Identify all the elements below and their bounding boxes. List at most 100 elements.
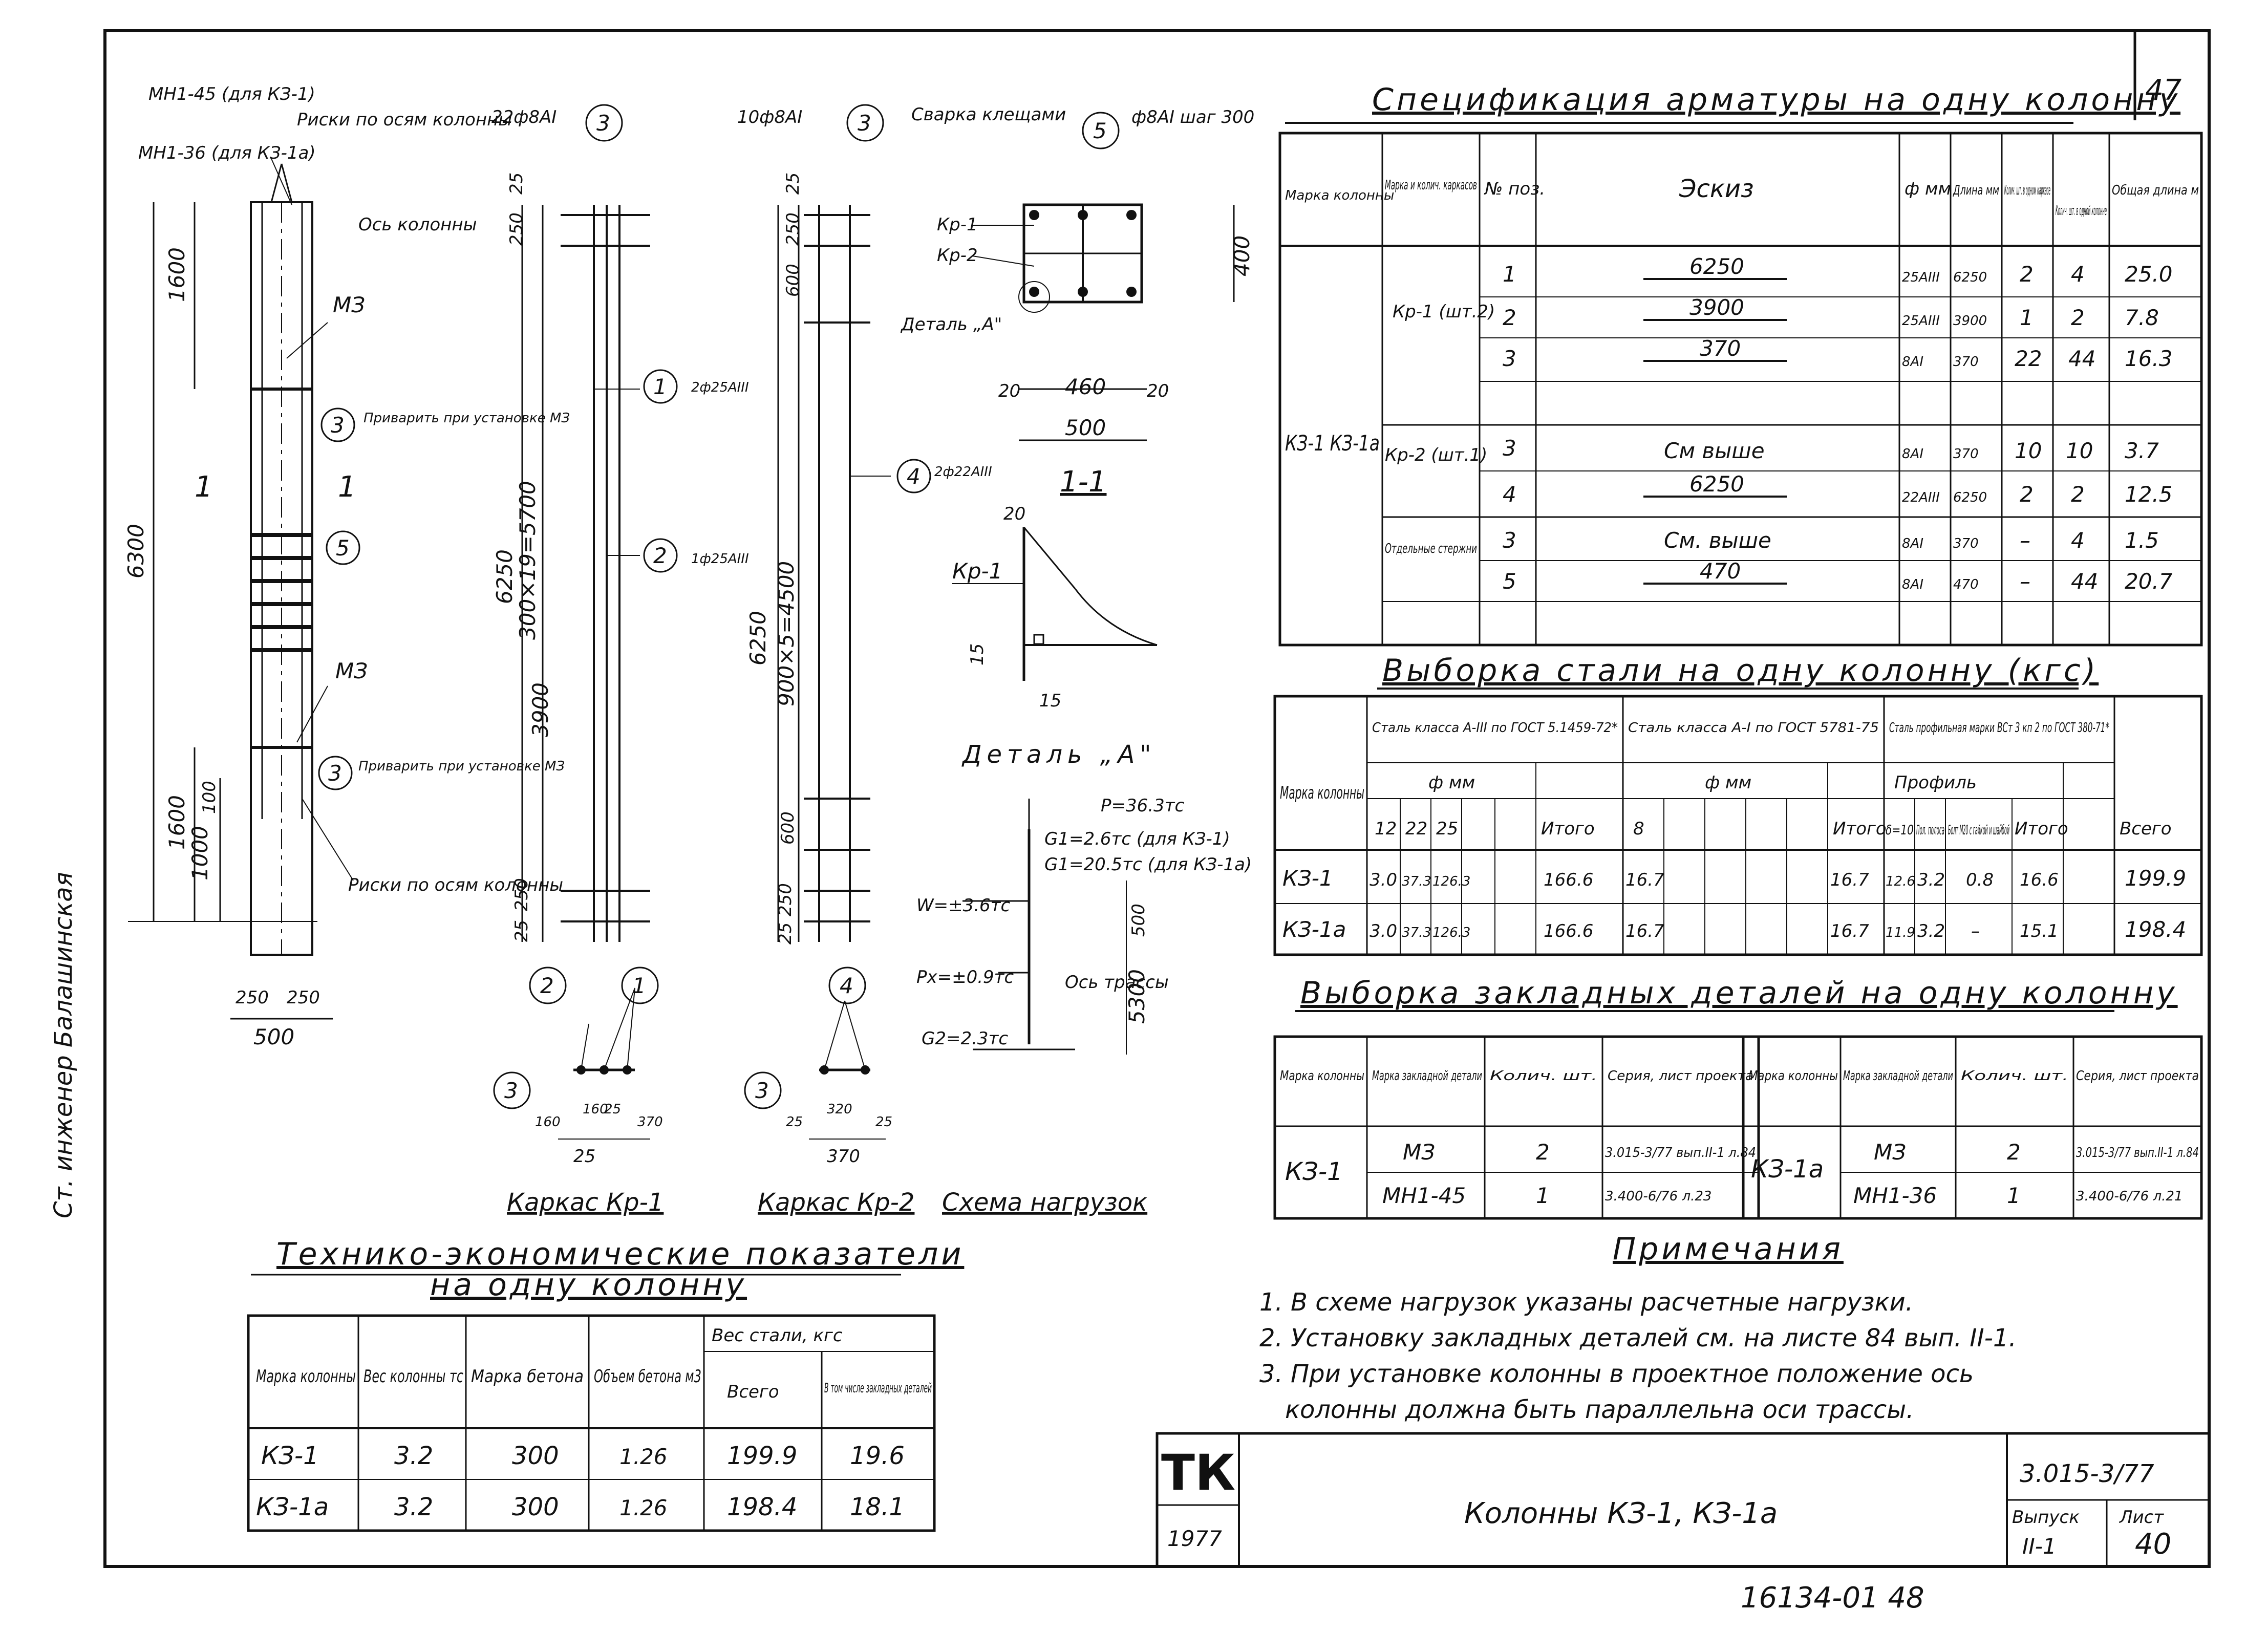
- detail-a-title: Деталь „А": [961, 740, 1156, 769]
- steel-table: Выборка стали на одну колонну (кгс) Марк…: [1273, 653, 2203, 956]
- svg-text:Кр-2: Кр-2: [937, 245, 978, 266]
- load-scheme-title: Схема нагрузок: [942, 1188, 1147, 1217]
- embedded-left-mark: КЗ-1: [1285, 1157, 1343, 1186]
- svg-text:600: 600: [778, 811, 798, 845]
- svg-text:2: 2: [2020, 482, 2034, 507]
- title-name: Колонны КЗ-1, КЗ-1а: [1464, 1497, 1778, 1530]
- title-sheet: 40: [2135, 1528, 2171, 1561]
- svg-text:12.5: 12.5: [2125, 482, 2173, 507]
- svg-text:–: –: [1971, 921, 1980, 941]
- svg-text:3900: 3900: [1689, 295, 1744, 320]
- svg-text:МЗ: МЗ: [333, 292, 365, 317]
- svg-text:500: 500: [253, 1024, 294, 1049]
- svg-text:1: 1: [1536, 1183, 1550, 1208]
- notes-title: Примечания: [1613, 1231, 1844, 1267]
- svg-text:37.3: 37.3: [1402, 925, 1431, 940]
- svg-text:600: 600: [783, 264, 803, 297]
- spec-header-n1: Колич. шт. в одном каркасе: [2004, 183, 2050, 198]
- spec-header-total: Общая длина м: [2112, 183, 2199, 198]
- svg-text:3900: 3900: [528, 682, 553, 737]
- title-issue: II-1: [2022, 1534, 2057, 1559]
- svg-text:G1=2.6тс (для КЗ-1): G1=2.6тс (для КЗ-1): [1044, 829, 1230, 849]
- svg-text:3.400-6/76 л.21: 3.400-6/76 л.21: [2076, 1189, 2183, 1204]
- svg-text:Марка колонны: Марка колонны: [1280, 1068, 1364, 1084]
- svg-text:25: 25: [783, 173, 803, 195]
- svg-text:4: 4: [840, 973, 853, 998]
- svg-text:250: 250: [287, 987, 320, 1008]
- svg-text:250: 250: [783, 212, 803, 246]
- steel-dia-b: ф мм: [1705, 772, 1751, 793]
- svg-text:1600: 1600: [164, 247, 189, 302]
- sheet-number: 47: [2145, 74, 2182, 107]
- svg-text:6250: 6250: [492, 549, 517, 604]
- cage-kr1-title: Каркас Кр-1: [507, 1188, 664, 1217]
- svg-text:Вес стали, кгс: Вес стали, кгс: [712, 1325, 843, 1346]
- spec-header-n2: Колич. шт. в одной колонне: [2056, 203, 2107, 219]
- svg-text:Пол. полоса: Пол. полоса: [1916, 823, 1944, 838]
- svg-text:11.9: 11.9: [1886, 925, 1915, 940]
- svg-text:44: 44: [2071, 569, 2098, 594]
- svg-text:10: 10: [2015, 438, 2042, 463]
- svg-text:Ось колонны: Ось колонны: [358, 214, 477, 235]
- spec-row: Отдельные стержни 3 См. выше 8АI 370 – 4…: [1385, 528, 2159, 556]
- svg-text:G2=2.3тс: G2=2.3тс: [922, 1028, 1008, 1049]
- svg-text:Марка закладной детали: Марка закладной детали: [1372, 1068, 1482, 1084]
- svg-text:370: 370: [827, 1146, 860, 1167]
- spec-header-pos: № поз.: [1484, 179, 1545, 199]
- svg-text:16.7: 16.7: [1625, 870, 1664, 890]
- svg-text:320: 320: [827, 1102, 852, 1117]
- svg-text:25: 25: [506, 173, 527, 195]
- svg-text:370: 370: [1953, 536, 1979, 551]
- svg-text:8АI: 8АI: [1902, 446, 1923, 462]
- cage-kr2-drawing: 10ф8АI 3 25 250 600 6250 900×5=4500 600 …: [737, 104, 992, 1217]
- spec-row: Кр-1 (шт.2) 1 6250 25АIII 6250 2 4 25.0: [1393, 254, 2173, 322]
- svg-text:3: 3: [858, 111, 871, 136]
- svg-text:198.4: 198.4: [727, 1493, 797, 1521]
- svg-text:6250: 6250: [1689, 471, 1744, 497]
- svg-text:Приварить при установке МЗ: Приварить при установке МЗ: [363, 411, 570, 426]
- tech-row: КЗ-1 3.2 300 1.26 199.9 19.6: [261, 1442, 905, 1470]
- svg-text:10ф8АI: 10ф8АI: [737, 107, 802, 127]
- svg-text:25: 25: [573, 1146, 595, 1167]
- svg-text:3: 3: [1503, 346, 1516, 371]
- svg-text:МН1-36: МН1-36: [1853, 1183, 1937, 1208]
- svg-text:166.6: 166.6: [1544, 870, 1593, 890]
- svg-text:5: 5: [1503, 569, 1516, 594]
- svg-text:МЗ: МЗ: [335, 658, 368, 683]
- spec-table: Спецификация арматуры на одну колонну Ма…: [1278, 82, 2203, 647]
- svg-text:3: 3: [596, 111, 610, 136]
- svg-text:19.6: 19.6: [850, 1442, 905, 1470]
- svg-text:126.3: 126.3: [1432, 925, 1470, 940]
- title-block: ТК 1977 Колонны КЗ-1, КЗ-1а 3.015-3/77 В…: [1156, 1432, 2211, 1568]
- title-issue-label: Выпуск: [2012, 1507, 2080, 1528]
- spec-header-dia: ф мм: [1905, 179, 1951, 199]
- svg-text:МЗ: МЗ: [1403, 1140, 1435, 1165]
- note-item: 1. В схеме нагрузок указаны расчетные на…: [1259, 1288, 1913, 1317]
- tech-row: КЗ-1а 3.2 300 1.26 198.4 18.1: [256, 1493, 905, 1521]
- steel-profile: Профиль: [1894, 772, 1977, 793]
- svg-text:300×19=5700: 300×19=5700: [515, 481, 540, 640]
- svg-text:1: 1: [632, 973, 646, 998]
- spec-header-sketch: Эскиз: [1679, 175, 1754, 203]
- svg-text:ф8АI шаг 300: ф8АI шаг 300: [1131, 107, 1254, 127]
- title-series: 3.015-3/77: [2020, 1459, 2154, 1488]
- svg-text:Всего: Всего: [727, 1382, 779, 1402]
- side-stamp: Ст. инженер Балашинская: [49, 872, 78, 1218]
- svg-text:5: 5: [336, 535, 350, 561]
- svg-text:12.6: 12.6: [1886, 874, 1915, 889]
- svg-text:КЗ-1: КЗ-1: [1282, 866, 1333, 891]
- svg-text:6300: 6300: [123, 524, 148, 578]
- svg-text:4: 4: [907, 464, 921, 489]
- svg-text:–: –: [2020, 569, 2030, 594]
- svg-text:100: 100: [199, 781, 220, 814]
- svg-text:8АI: 8АI: [1902, 354, 1923, 370]
- svg-text:1: 1: [338, 470, 356, 504]
- svg-text:16.6: 16.6: [2020, 870, 2059, 890]
- svg-text:470: 470: [1953, 577, 1979, 592]
- embedded-table-title: Выборка закладных деталей на одну колонн…: [1300, 975, 2178, 1011]
- svg-text:160: 160: [583, 1102, 608, 1117]
- svg-text:25: 25: [511, 920, 532, 942]
- steel-group-c: Сталь профильная марки ВСт 3 кп 2 по ГОС…: [1889, 720, 2109, 736]
- svg-text:22: 22: [2015, 346, 2042, 371]
- svg-text:Px=±0.9тс: Px=±0.9тс: [916, 967, 1014, 987]
